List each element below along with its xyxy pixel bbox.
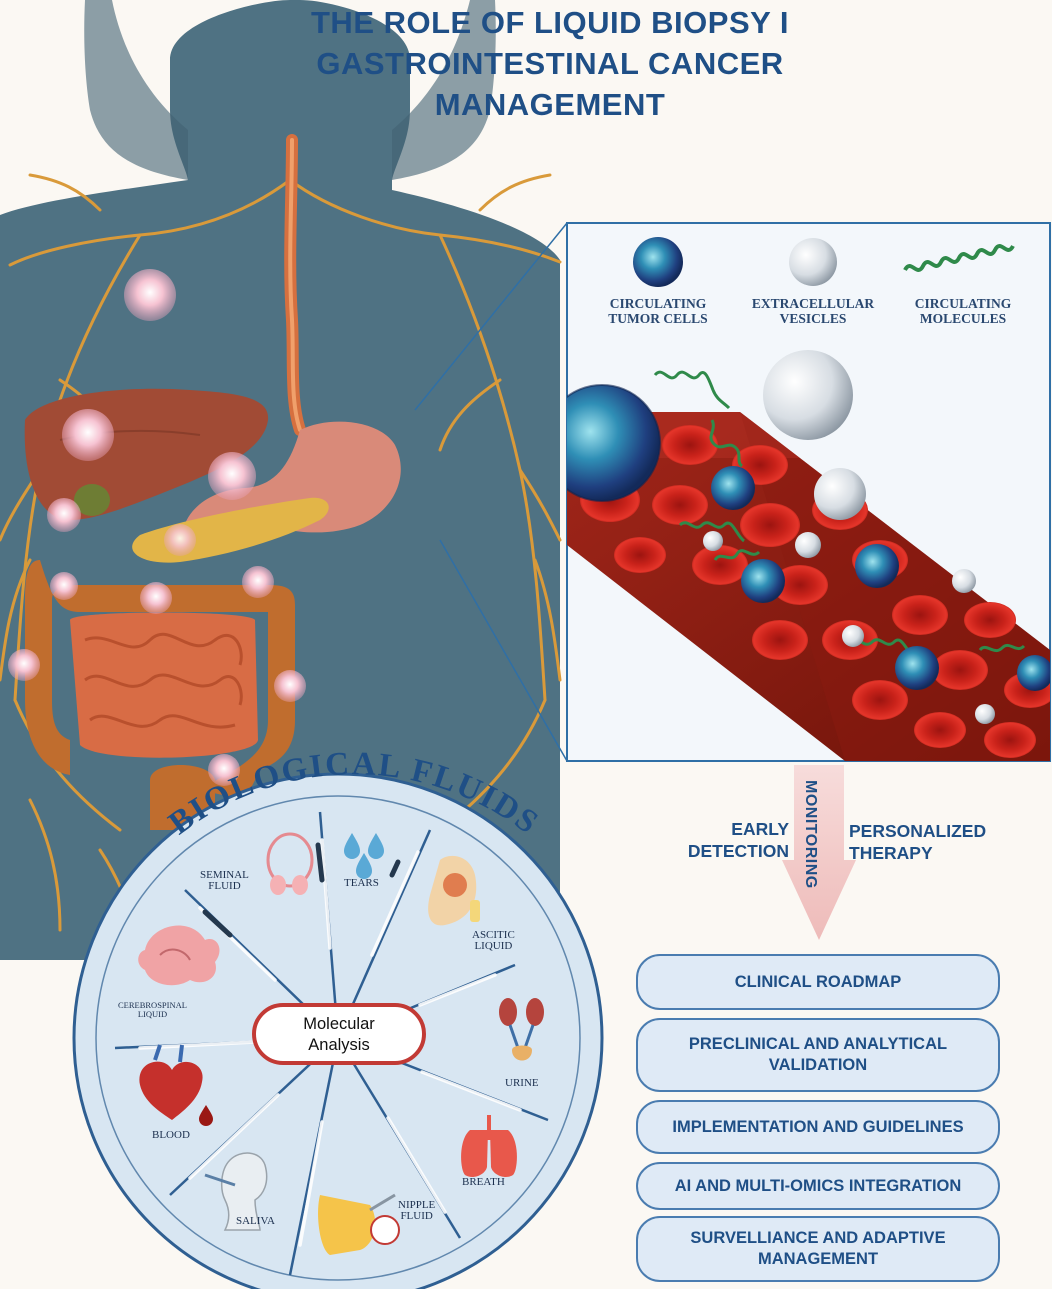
kidney-urinary-icon bbox=[499, 998, 544, 1061]
early-detection-label: EARLY DETECTION bbox=[683, 818, 789, 862]
title-line-2: GASTROINTESTINAL CANCER bbox=[316, 46, 784, 81]
biomarker-line-1: EXTRACELLULAR bbox=[751, 296, 875, 311]
molecular-analysis-hub: Molecular Analysis bbox=[252, 1003, 426, 1065]
nipple-fluid-label: NIPPLE FLUID bbox=[398, 1200, 435, 1222]
seminal-fluid-icon bbox=[266, 832, 314, 895]
label-line: LIQUID bbox=[137, 1009, 168, 1019]
label-line: IMPLEMENTATION AND GUIDELINES bbox=[672, 1117, 964, 1136]
biomarker-molecules-label: CIRCULATING MOLECULES bbox=[888, 296, 1038, 326]
monitoring-arrow bbox=[782, 765, 856, 940]
title-line-1: THE ROLE OF LIQUID BIOPSY I bbox=[311, 5, 789, 40]
seminal-fluid-label: SEMINAL FLUID bbox=[200, 870, 249, 892]
lungs-icon bbox=[461, 1115, 517, 1178]
blood-drop-icon bbox=[199, 1105, 213, 1126]
tears-label: TEARS bbox=[344, 878, 379, 889]
label-line: ASCITIC bbox=[472, 929, 515, 941]
label-line: SURVELLIANCE AND ADAPTIVE bbox=[690, 1229, 946, 1247]
label-line: EARLY bbox=[731, 819, 789, 839]
brain-icon bbox=[138, 925, 220, 986]
label-line: TEARS bbox=[344, 877, 379, 889]
label-line: FLUID bbox=[400, 1210, 433, 1222]
monitoring-label: MONITORING bbox=[802, 780, 819, 889]
page-title: THE ROLE OF LIQUID BIOPSY I GASTROINTEST… bbox=[200, 2, 900, 125]
biomarker-line-2: TUMOR CELLS bbox=[608, 311, 708, 326]
label-line: PERSONALIZED bbox=[849, 821, 987, 841]
ascitic-liquid-label: ASCITIC LIQUID bbox=[472, 930, 515, 952]
tumor-cell-icon bbox=[633, 237, 683, 287]
vesicle-icon bbox=[789, 238, 837, 286]
small-intestine bbox=[70, 612, 258, 758]
zoom-line-top bbox=[414, 222, 568, 411]
large-tumor-cell bbox=[567, 385, 660, 501]
circulating-molecules bbox=[653, 370, 1026, 658]
cerebrospinal-liquid-label: CEREBROSPINAL LIQUID bbox=[118, 1001, 187, 1019]
breast-icon bbox=[318, 1193, 400, 1255]
label-line: PRECLINICAL AND ANALYTICAL bbox=[688, 1035, 948, 1053]
label-line: AI AND MULTI-OMICS INTEGRATION bbox=[674, 1176, 962, 1195]
gallbladder bbox=[74, 484, 110, 516]
biomarker-ev-label: EXTRACELLULAR VESICLES bbox=[738, 296, 888, 326]
tumor-sites bbox=[8, 269, 306, 786]
label-line: CLINICAL ROADMAP bbox=[734, 972, 902, 991]
label-line: BREATH bbox=[462, 1176, 505, 1188]
roadmap-validation: PRECLINICAL AND ANALYTICAL VALIDATION bbox=[636, 1018, 1000, 1092]
saliva-swab-icon bbox=[204, 1152, 268, 1231]
tears-icon bbox=[344, 833, 384, 879]
label-line: SALIVA bbox=[236, 1215, 275, 1227]
label-line: DETECTION bbox=[687, 841, 789, 861]
saliva-label: SALIVA bbox=[236, 1216, 275, 1227]
biomarker-line-2: VESICLES bbox=[779, 311, 847, 326]
label-line: CEREBROSPINAL bbox=[118, 1000, 187, 1010]
label-line: VALIDATION bbox=[768, 1056, 868, 1074]
biomarker-ctc-label: CIRCULATING TUMOR CELLS bbox=[583, 296, 733, 326]
biomarker-line-2: MOLECULES bbox=[919, 311, 1007, 326]
breath-label: BREATH bbox=[462, 1177, 505, 1188]
label-line: THERAPY bbox=[849, 843, 933, 863]
label-line: URINE bbox=[505, 1077, 539, 1089]
hub-line-2: Analysis bbox=[308, 1036, 370, 1054]
hub-line-1: Molecular bbox=[303, 1015, 375, 1033]
roadmap-clinical: CLINICAL ROADMAP bbox=[636, 954, 1000, 1010]
biomarker-line-1: CIRCULATING bbox=[914, 296, 1012, 311]
label-line: SEMINAL bbox=[200, 869, 249, 881]
label-line: LIQUID bbox=[474, 940, 513, 952]
nerve-network bbox=[0, 173, 562, 942]
red-blood-cells bbox=[580, 418, 1050, 758]
label-line: FLUID bbox=[208, 880, 241, 892]
label-line: MANAGEMENT bbox=[757, 1250, 879, 1268]
blood-label: BLOOD bbox=[152, 1130, 190, 1141]
label-line: BLOOD bbox=[152, 1129, 190, 1141]
biomarker-line-1: CIRCULATING bbox=[609, 296, 707, 311]
roadmap-ai-integration: AI AND MULTI-OMICS INTEGRATION bbox=[636, 1162, 1000, 1210]
ascitic-liquid-icon bbox=[428, 855, 480, 926]
stomach bbox=[181, 421, 401, 550]
urine-label: URINE bbox=[505, 1078, 539, 1089]
heart-icon bbox=[139, 1044, 213, 1126]
dna-strand-icon bbox=[903, 244, 1015, 272]
label-line: NIPPLE bbox=[398, 1199, 436, 1211]
title-line-3: MANAGEMENT bbox=[434, 87, 666, 122]
monitoring-label-wrap: MONITORING bbox=[802, 780, 829, 900]
personalized-therapy-label: PERSONALIZED THERAPY bbox=[849, 820, 986, 864]
roadmap-surveillance: SURVELLIANCE AND ADAPTIVE MANAGEMENT bbox=[636, 1216, 1000, 1282]
large-vesicle bbox=[763, 350, 853, 440]
roadmap-implementation: IMPLEMENTATION AND GUIDELINES bbox=[636, 1100, 1000, 1154]
bloodstream-panel bbox=[566, 222, 1051, 762]
zoom-line-bottom bbox=[439, 539, 568, 762]
